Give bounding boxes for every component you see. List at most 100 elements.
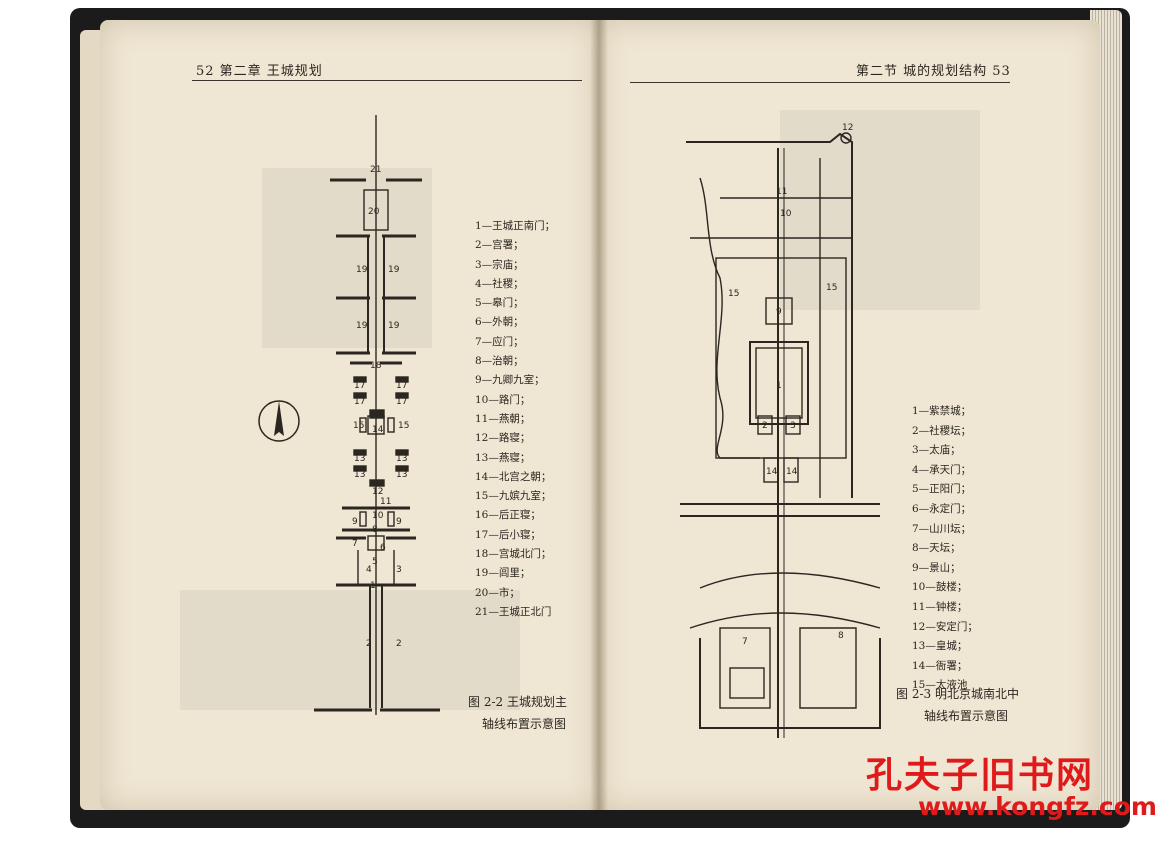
figure-number-label: 9: [352, 517, 358, 527]
figure-2-3-legend: 1—紫禁城； 2—社稷坛； 3—太庙； 4—承天门； 5—正阳门； 6—永定门；…: [912, 402, 978, 696]
watermark-logo-text: 孔夫子旧书网: [866, 755, 1095, 796]
legend-item: 4—承天门；: [912, 463, 972, 476]
figure-number-label: 2: [366, 639, 372, 649]
legend-item: 16—后正寝；: [475, 509, 541, 522]
figure-number-label: 19: [356, 321, 368, 331]
legend-item: 1—王城正南门；: [475, 220, 556, 232]
watermark-url: www.kongfz.com: [918, 792, 1157, 821]
show-through-bleed: [262, 168, 432, 348]
figure-number-label: 17: [396, 397, 407, 407]
legend-item: 9—景山；: [912, 561, 961, 574]
legend-item: 10—鼓楼；: [912, 581, 968, 594]
legend-item: 1—紫禁城；: [912, 405, 972, 417]
legend-item: 19—闾里；: [475, 567, 531, 580]
legend-item: 13—皇城；: [912, 640, 968, 653]
figure-number-label: 19: [388, 321, 400, 331]
figure-number-label: 5: [372, 557, 378, 567]
caption-line: 图 2-2 王城规划主: [468, 695, 567, 709]
legend-item: 14—衙署；: [912, 659, 968, 672]
figure-number-label: 9: [776, 307, 782, 317]
compass-icon: [258, 400, 300, 442]
legend-item: 9—九卿九室；: [475, 374, 545, 387]
figure-number-label: 13: [354, 454, 365, 464]
figure-number-label: 1: [776, 381, 782, 391]
figure-number-label: 12: [842, 123, 853, 133]
legend-item: 5—皋门；: [475, 297, 524, 310]
figure-number-label: 17: [354, 397, 365, 407]
figure-number-label: 21: [370, 165, 381, 175]
legend-item: 10—路门；: [475, 393, 531, 406]
legend-item: 3—太庙；: [912, 444, 961, 457]
figure-number-label: 16: [372, 409, 384, 419]
figure-number-label: 3: [790, 421, 796, 431]
legend-item: 13—燕寝；: [475, 451, 531, 464]
legend-item: 8—治朝；: [475, 355, 524, 368]
legend-item: 2—社稷坛；: [912, 424, 972, 437]
figure-2-3-caption: 图 2-3 明北京城南北中 轴线布置示意图: [896, 683, 1019, 727]
figure-number-label: 3: [396, 565, 402, 575]
legend-item: 15—太液池: [912, 679, 968, 692]
show-through-bleed: [780, 110, 980, 310]
right-page: [598, 20, 1100, 810]
right-running-head: 第二节 城的规划结构 53: [856, 64, 1011, 79]
figure-number-label: 18: [370, 361, 382, 371]
figure-number-label: 8: [838, 631, 844, 641]
figure-number-label: 13: [396, 470, 407, 480]
figure-number-label: 10: [780, 209, 792, 219]
figure-number-label: 15: [826, 283, 837, 293]
legend-item: 14—北宫之朝；: [475, 470, 552, 483]
legend-item: 7—山川坛；: [912, 522, 972, 535]
legend-item: 4—社稷；: [475, 277, 524, 290]
right-header-rule: [630, 82, 1010, 83]
legend-item: 2—宫署；: [475, 239, 524, 252]
legend-item: 15—九嫔九室；: [475, 490, 552, 503]
figure-number-label: 17: [396, 381, 407, 391]
figure-number-label: 9: [396, 517, 402, 527]
figure-number-label: 15: [398, 421, 409, 431]
legend-item: 12—路寝；: [475, 432, 531, 445]
legend-item: 3—宗庙；: [475, 258, 524, 271]
figure-number-label: 19: [388, 265, 400, 275]
figure-number-label: 6: [380, 543, 386, 553]
legend-item: 21—王城正北门: [475, 605, 552, 618]
figure-number-label: 4: [366, 565, 372, 575]
figure-number-label: 10: [372, 511, 384, 521]
left-page: [100, 20, 598, 810]
figure-number-label: 15: [353, 421, 364, 431]
legend-item: 6—永定门；: [912, 502, 972, 515]
figure-number-label: 14: [372, 425, 384, 435]
caption-line: 轴线布置示意图: [482, 717, 567, 731]
figure-number-label: 12: [372, 487, 383, 497]
left-header-rule: [192, 80, 582, 81]
figure-number-label: 20: [368, 207, 380, 217]
legend-item: 17—后小寝；: [475, 528, 541, 541]
figure-number-label: 11: [776, 187, 787, 197]
figure-number-label: 14: [766, 467, 778, 477]
legend-item: 11—钟楼；: [912, 600, 968, 613]
legend-item: 6—外朝；: [475, 316, 524, 329]
figure-number-label: 14: [786, 467, 798, 477]
figure-number-label: 13: [354, 470, 365, 480]
caption-line: 轴线布置示意图: [924, 709, 1009, 723]
legend-item: 5—正阳门；: [912, 483, 972, 496]
figure-number-label: 11: [380, 497, 391, 507]
legend-item: 11—燕朝；: [475, 412, 531, 425]
figure-number-label: 13: [396, 454, 407, 464]
figure-number-label: 1: [370, 581, 376, 591]
legend-item: 7—应门；: [475, 335, 524, 348]
legend-item: 8—天坛；: [912, 542, 961, 555]
legend-item: 18—宫城北门；: [475, 548, 552, 561]
caption-line: 图 2-3 明北京城南北中: [896, 687, 1019, 701]
show-through-bleed: [180, 590, 520, 710]
figure-number-label: 19: [356, 265, 368, 275]
figure-number-label: 7: [352, 539, 358, 549]
legend-item: 12—安定门；: [912, 620, 978, 633]
figure-number-label: 2: [762, 421, 768, 431]
book-gutter: [590, 20, 608, 810]
figure-number-label: 7: [742, 637, 748, 647]
legend-item: 20—市；: [475, 586, 520, 599]
figure-2-2-caption: 图 2-2 王城规划主 轴线布置示意图: [468, 691, 567, 735]
figure-number-label: 8: [372, 525, 378, 535]
